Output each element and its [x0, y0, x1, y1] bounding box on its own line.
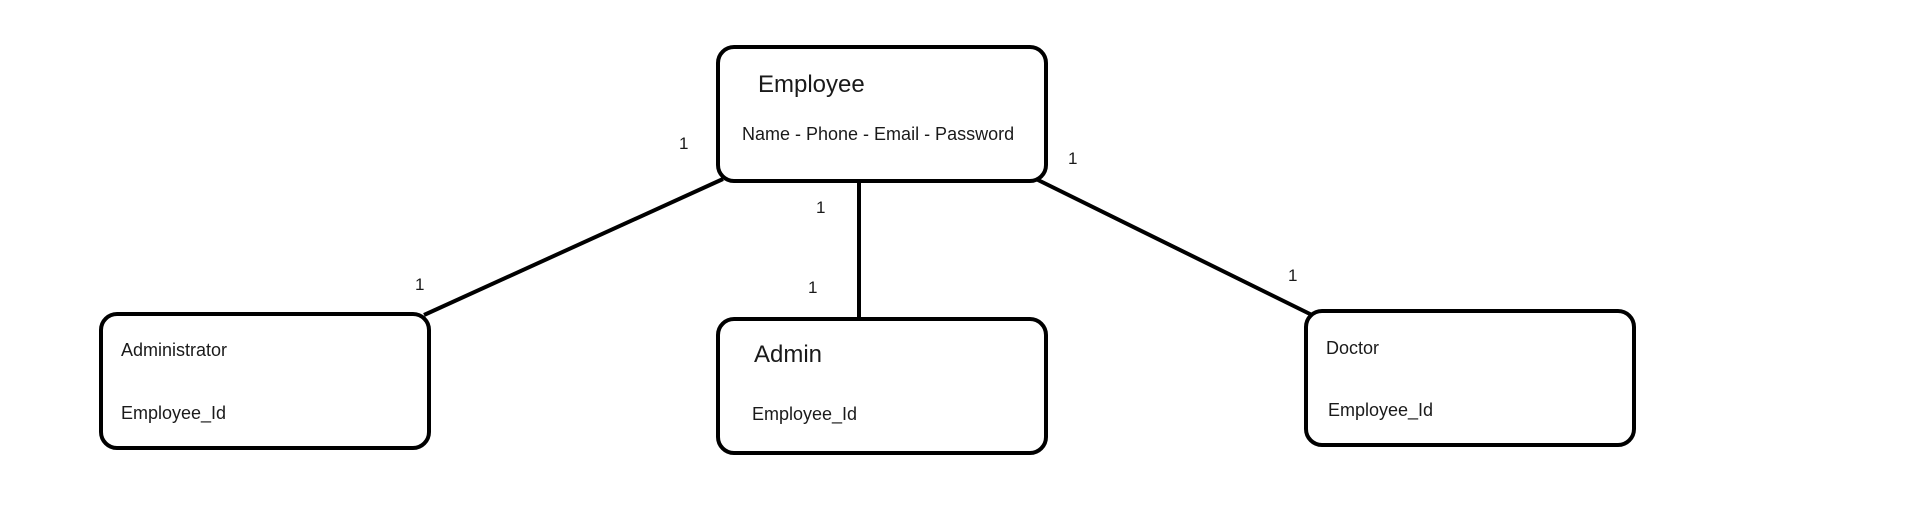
entity-employee[interactable]: Employee Name - Phone - Email - Password	[716, 45, 1048, 183]
cardinality-employee-admin-admin-end: 1	[808, 278, 818, 297]
entity-attributes: Name - Phone - Email - Password	[742, 124, 1015, 144]
entity-title: Administrator	[121, 340, 228, 360]
entity-attributes: Employee_Id	[752, 404, 858, 424]
relationship-line-employee-administrator	[423, 177, 724, 317]
cardinality-employee-admin-employee-end: 1	[816, 198, 826, 217]
entity-title: Admin	[754, 341, 823, 368]
entity-attributes: Employee_Id	[121, 403, 227, 423]
entity-admin[interactable]: Admin Employee_Id	[716, 317, 1048, 455]
cardinality-employee-doctor-doctor-end: 1	[1288, 266, 1298, 285]
relationship-line-employee-doctor	[1035, 177, 1313, 317]
entity-administrator[interactable]: Administrator Employee_Id	[99, 312, 431, 450]
entity-title: Employee	[758, 71, 865, 98]
cardinality-employee-doctor-employee-end: 1	[1068, 149, 1078, 168]
entity-attributes: Employee_Id	[1328, 400, 1434, 420]
entity-doctor[interactable]: Doctor Employee_Id	[1304, 309, 1636, 447]
cardinality-employee-administrator-employee-end: 1	[679, 134, 689, 153]
cardinality-employee-administrator-administrator-end: 1	[415, 275, 425, 294]
entity-title: Doctor	[1326, 338, 1380, 358]
